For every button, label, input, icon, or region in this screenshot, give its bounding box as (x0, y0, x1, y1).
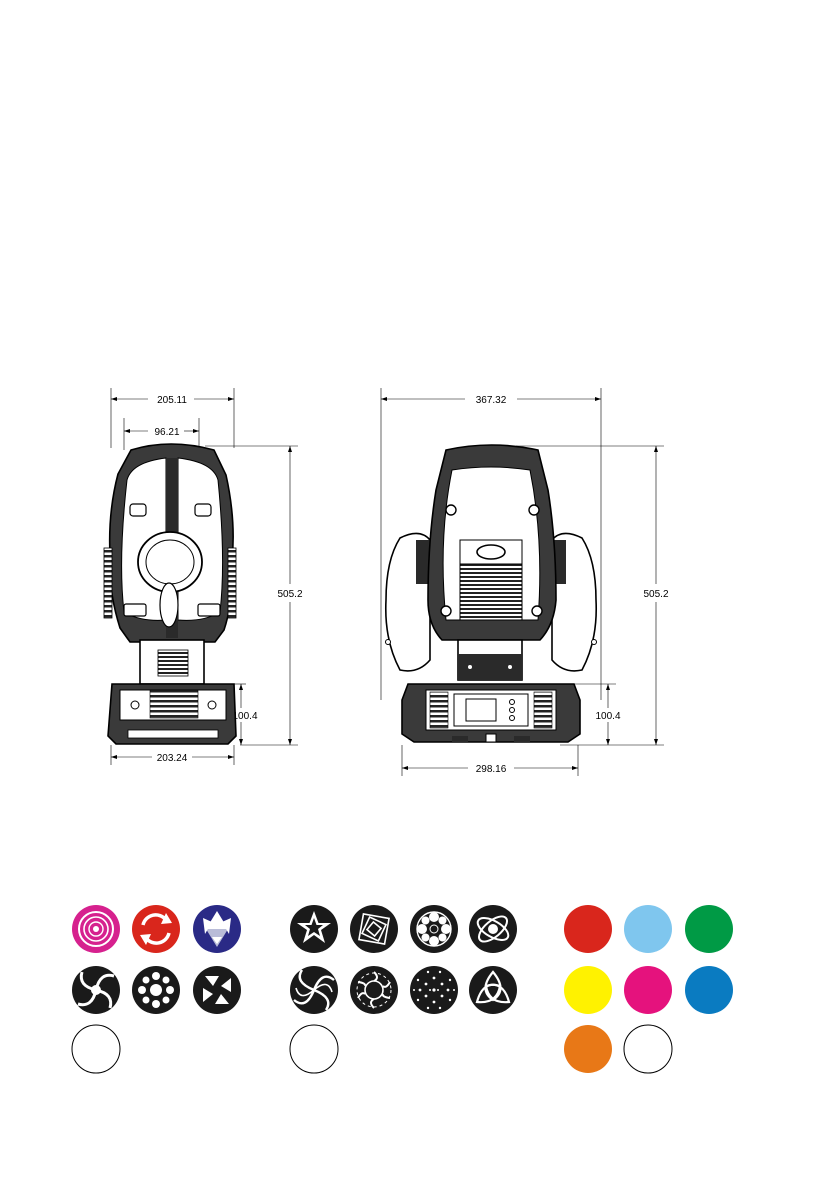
color-swatch-magenta (624, 966, 672, 1014)
color-swatch-yellow (564, 966, 612, 1014)
rotating-gobo-wheel (72, 905, 241, 1073)
dim-base-width-front: 298.16 (402, 745, 578, 776)
star-gobo-icon (290, 905, 338, 953)
side-view-drawing: 205.11 96.21 505.2 (104, 388, 303, 765)
open-gobo-icon (72, 1025, 120, 1073)
front-view-drawing: 367.32 505.2 100.4 (381, 388, 669, 776)
dim-label-298: 298.16 (476, 764, 507, 775)
front-fixture-body (386, 445, 597, 742)
triquetra-gobo-icon (469, 966, 517, 1014)
color-swatch-open-white (624, 1025, 672, 1073)
dim-base-width-side: 203.24 (111, 745, 234, 765)
color-swatch-green (685, 905, 733, 953)
orbit-gobo-icon (469, 905, 517, 953)
prism-triangles-gobo-icon (193, 905, 241, 953)
color-swatch-orange (564, 1025, 612, 1073)
dim-label-505: 505.2 (277, 589, 302, 600)
square-tunnel-gobo-icon (350, 905, 398, 953)
dim-label-100-front: 100.4 (595, 711, 620, 722)
dim-label-203: 203.24 (157, 753, 188, 764)
dim-label-205: 205.11 (157, 395, 187, 406)
color-swatch-red (564, 905, 612, 953)
dot-ring-gobo-icon (132, 966, 180, 1014)
dim-label-367: 367.32 (476, 395, 507, 406)
dim-label-505-front: 505.2 (643, 589, 668, 600)
side-fixture-body (104, 444, 236, 744)
spiral-rings-gobo-icon (72, 905, 120, 953)
pinwheel-gobo-icon (193, 966, 241, 1014)
dim-label-96: 96.21 (154, 427, 179, 438)
color-swatch-blue (685, 966, 733, 1014)
scatter-dots-gobo-icon (410, 966, 458, 1014)
spiral-gobo-icon (290, 966, 338, 1014)
static-gobo-wheel (290, 905, 517, 1073)
flower-gobo-icon (410, 905, 458, 953)
dim-top-width: 205.11 (111, 388, 234, 448)
swirl-gobo-icon (72, 966, 120, 1014)
color-wheel (564, 905, 733, 1073)
rotate-arrows-gobo-icon (132, 905, 180, 953)
dim-label-100-side: 100.4 (232, 711, 257, 722)
open-gobo-icon (290, 1025, 338, 1073)
color-swatch-light-blue (624, 905, 672, 953)
scallop-ring-gobo-icon (350, 966, 398, 1014)
